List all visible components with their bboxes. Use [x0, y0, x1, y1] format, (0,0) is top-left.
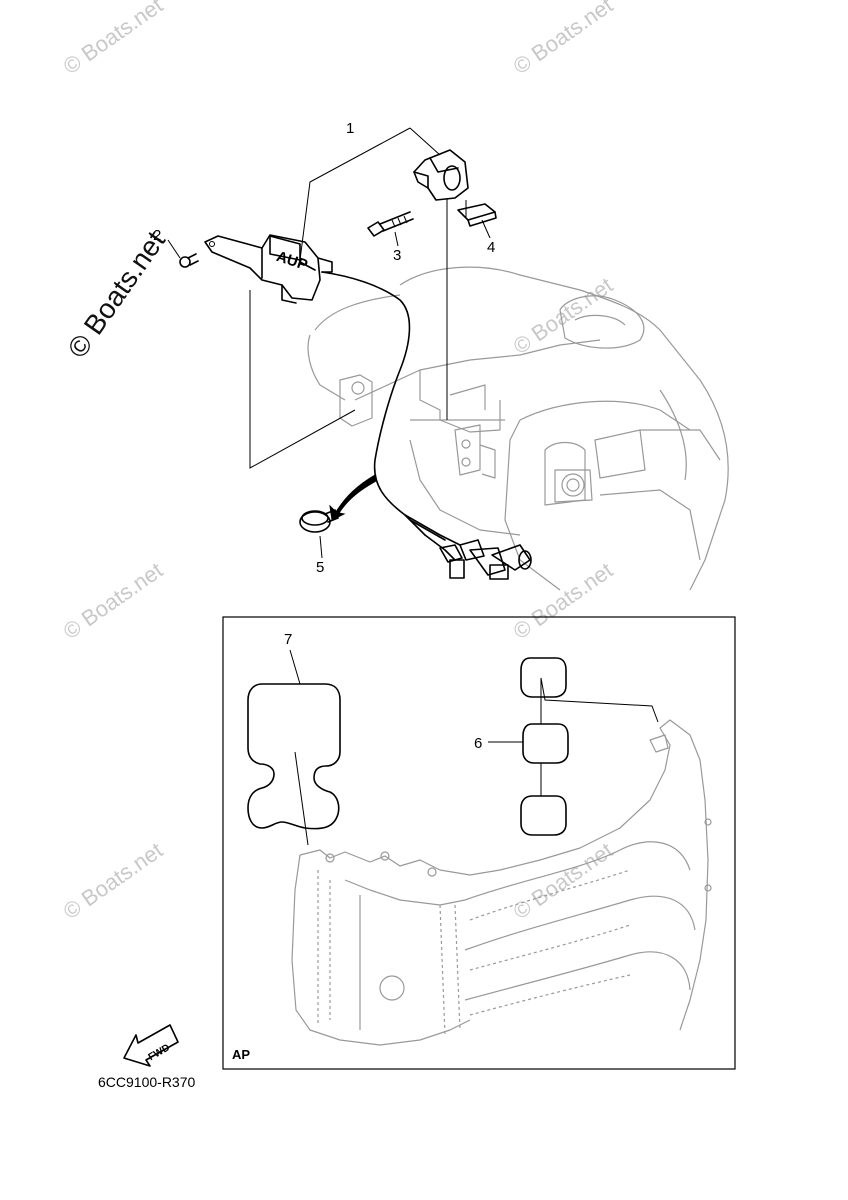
leader-lines: [167, 127, 491, 559]
drawing-code: 6CC9100-R370: [98, 1074, 195, 1090]
sensor-label: AUP: [274, 248, 309, 274]
inset-label: AP: [232, 1047, 250, 1062]
wire-harness: [321, 271, 532, 580]
watermark-faint: © Boats.net: [509, 0, 618, 79]
fwd-arrow: FWD: [123, 1024, 179, 1067]
part-7-gasket: [247, 649, 341, 846]
intake-manifold-outline: [291, 719, 712, 1046]
callout-3: 3: [393, 247, 401, 264]
watermark-faint: © Boats.net: [59, 557, 168, 644]
part-4-clip: [457, 203, 497, 227]
part-3-bolt: [367, 211, 414, 237]
engine-block-outline: [307, 266, 729, 591]
callout-7: 7: [284, 631, 292, 648]
part-6-o-rings: [488, 657, 659, 836]
part-2-screw: [179, 253, 199, 268]
watermark-faint: © Boats.net: [59, 0, 168, 79]
callout-6: 6: [474, 735, 482, 752]
callout-1: 1: [346, 120, 354, 137]
inset-frame: [222, 616, 736, 1070]
watermark-faint: © Boats.net: [509, 837, 618, 924]
part-1-sensor-bracket: AUP: [204, 234, 333, 304]
watermark-faint: © Boats.net: [59, 837, 168, 924]
callout-5: 5: [316, 559, 324, 576]
direction-arrow: [329, 474, 377, 521]
watermark-faint: © Boats.net: [509, 557, 618, 644]
callout-2: 2: [153, 227, 161, 244]
callout-4: 4: [487, 239, 495, 256]
watermark-group: © Boats.net © Boats.net © Boats.net © Bo…: [59, 0, 618, 924]
part-1-sensor-upper: [413, 149, 469, 201]
watermark-main: © Boats.net: [62, 225, 172, 363]
